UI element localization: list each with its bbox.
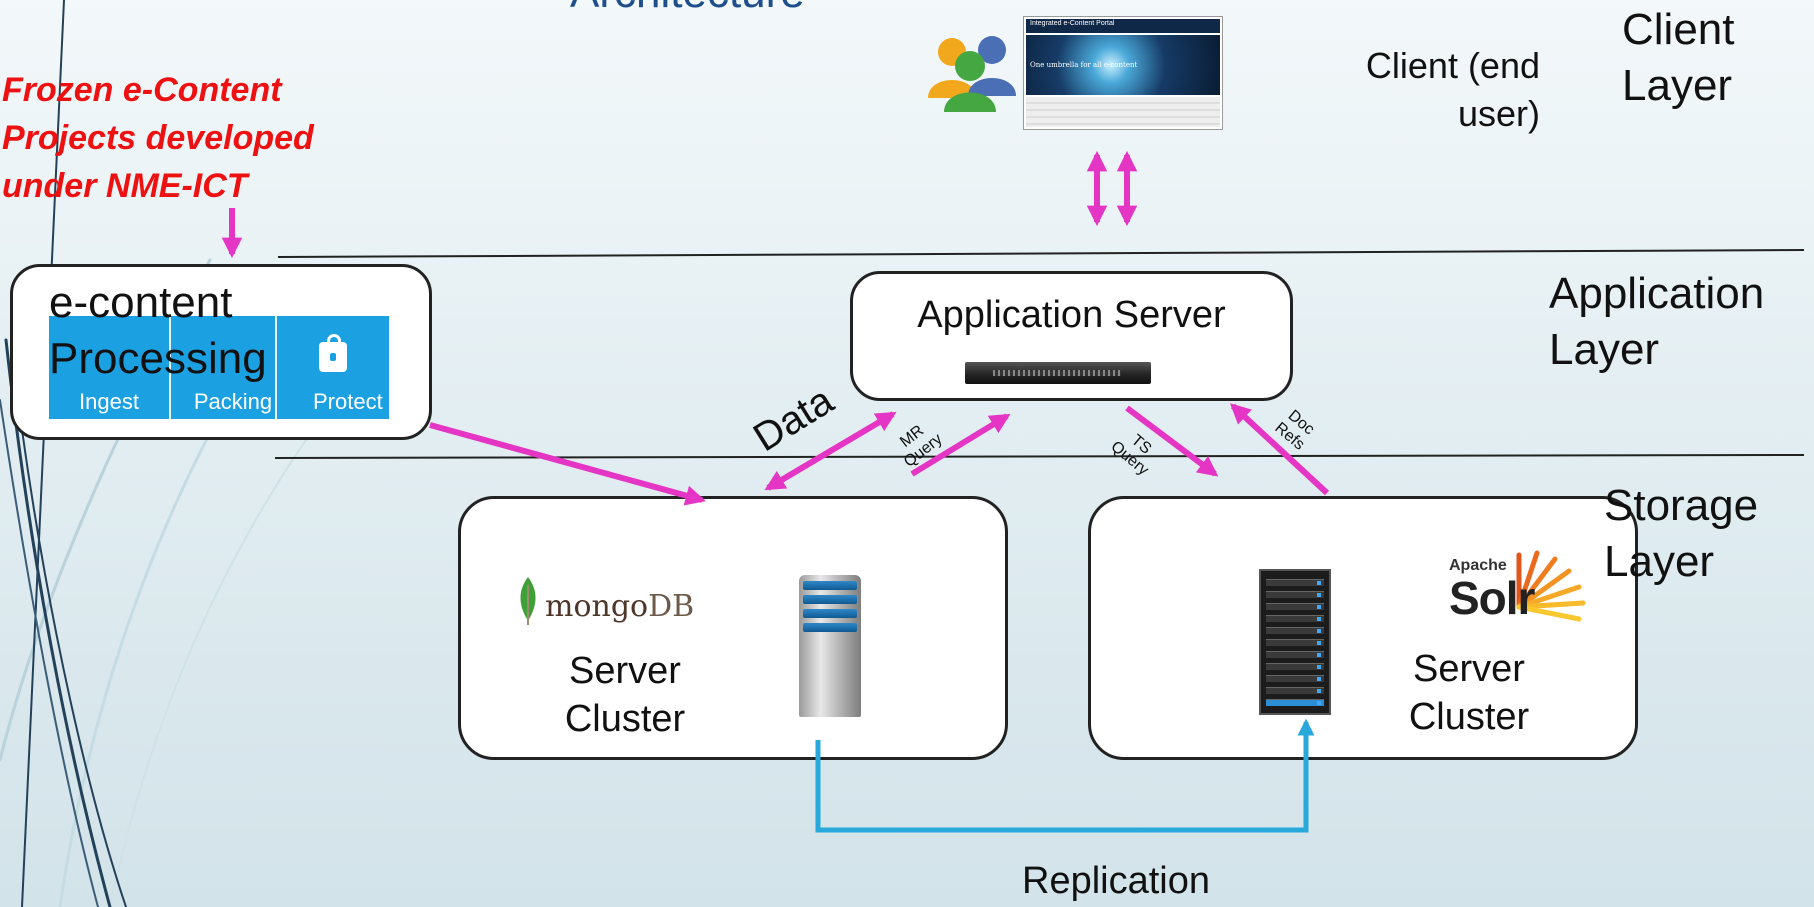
storage-layer-text: Storage Layer: [1604, 481, 1759, 586]
rack-tower-server-icon: [1259, 569, 1331, 715]
mongodb-logo-text: mongoDB: [545, 589, 695, 624]
rack-server-icon: [965, 362, 1151, 384]
application-layer-label: Application Layer: [1549, 266, 1789, 378]
mongodb-leaf-icon: [520, 577, 536, 625]
doc-refs-arrow: [1230, 403, 1330, 496]
mongodb-cluster-label: Server Cluster: [564, 650, 686, 740]
storage-layer-label: Storage Layer: [1604, 478, 1804, 590]
application-layer-text: Application Layer: [1549, 269, 1765, 374]
econtent-processing-title: e-content Processing: [49, 275, 309, 387]
portal-screenshot: Integrated e-Content Portal One umbrella…: [1023, 16, 1223, 130]
solr-cluster-box: Apache Solr Server Cluster: [1088, 496, 1638, 760]
portal-content-lines: [1026, 97, 1220, 127]
app-storage-divider: [274, 454, 1805, 459]
bg-line-4: [21, 429, 127, 907]
econtent-processing-title-text: e-content Processing: [49, 278, 267, 383]
portal-tagline: One umbrella for all e-content: [1030, 61, 1138, 69]
tower-server-icon: [799, 575, 861, 717]
bg-line-3: [0, 399, 99, 907]
portal-hero-image: One umbrella for all e-content: [1026, 35, 1220, 95]
packing-step: Packing: [171, 316, 277, 419]
client-layer-text: Client Layer: [1622, 5, 1735, 110]
ingest-step-label: Ingest: [79, 389, 139, 414]
data-arrow: [764, 411, 897, 491]
processing-pipeline-bar: Ingest Packing Protect: [49, 316, 389, 419]
client-layer-label: Client Layer: [1622, 2, 1742, 114]
protect-step-label: Protect: [313, 389, 383, 414]
packing-step-label: Packing: [193, 389, 273, 414]
bg-swoosh-3: [109, 419, 321, 907]
mongodb-cluster-box: mongoDB Server Cluster: [458, 496, 1008, 760]
client-end-user-label: Client (end user): [1365, 45, 1540, 134]
replication-label: Replication: [1022, 860, 1210, 902]
bg-line-1: [21, 0, 65, 907]
portal-header-text: Integrated e-Content Portal: [1030, 20, 1115, 27]
lock-icon: [319, 334, 347, 372]
page-title-fragment: Architecture: [570, 0, 805, 18]
ingest-step: Ingest: [49, 316, 171, 419]
solr-sunburst-icon: [1516, 550, 1586, 622]
bg-line-2: [4, 338, 112, 907]
client-app-divider: [277, 249, 1805, 258]
ts-query-arrow: [1125, 405, 1219, 477]
frozen-projects-note: Frozen e-Content Projects developed unde…: [2, 71, 314, 205]
portal-header: Integrated e-Content Portal: [1026, 19, 1220, 33]
solr-logo: Apache Solr: [1449, 550, 1599, 639]
application-server-box: Application Server: [850, 271, 1293, 401]
protect-step: Protect: [277, 316, 389, 419]
econtent-processing-box: Ingest Packing Protect e-content Process…: [10, 264, 432, 440]
solr-cluster-label: Server Cluster: [1408, 648, 1530, 738]
users-icon: [928, 36, 1016, 112]
solr-word-text: Solr: [1449, 572, 1535, 624]
solr-apache-text: Apache: [1449, 557, 1507, 574]
econtent-to-mongo-arrow: [429, 422, 706, 506]
replication-arrow: [815, 718, 1315, 833]
application-server-title: Application Server: [917, 294, 1226, 336]
mr-query-arrow: [910, 413, 1011, 477]
